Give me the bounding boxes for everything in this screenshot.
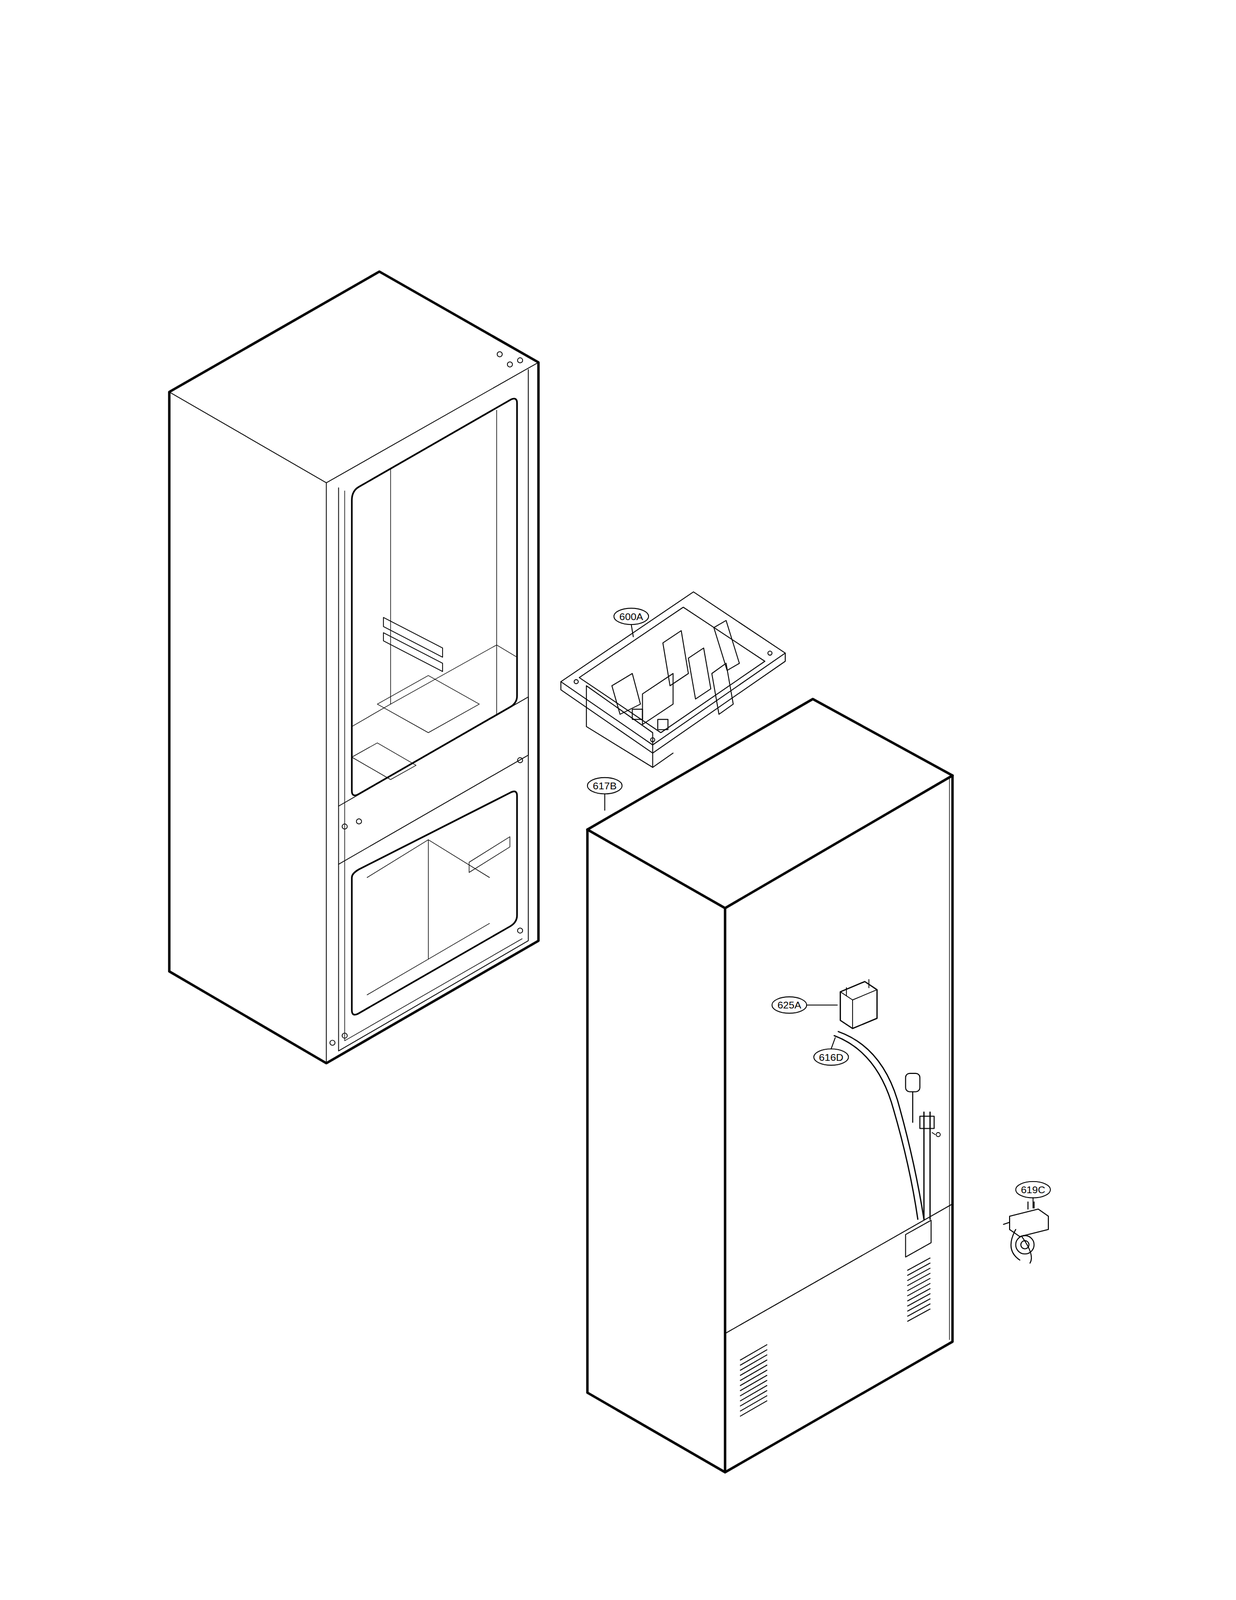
callout-number: 619C xyxy=(1020,1184,1046,1195)
callout-number: 600A xyxy=(619,610,644,621)
callout-number: 625A xyxy=(777,999,802,1010)
outer-cabinet xyxy=(587,698,953,1473)
icemaker-tray xyxy=(560,591,786,768)
callout-number: 616D xyxy=(819,1051,844,1062)
water-valve xyxy=(1003,1201,1049,1263)
inner-cabinet xyxy=(169,271,539,1063)
callout-bubbles xyxy=(587,607,1051,1208)
callout-number: 617B xyxy=(592,780,617,791)
